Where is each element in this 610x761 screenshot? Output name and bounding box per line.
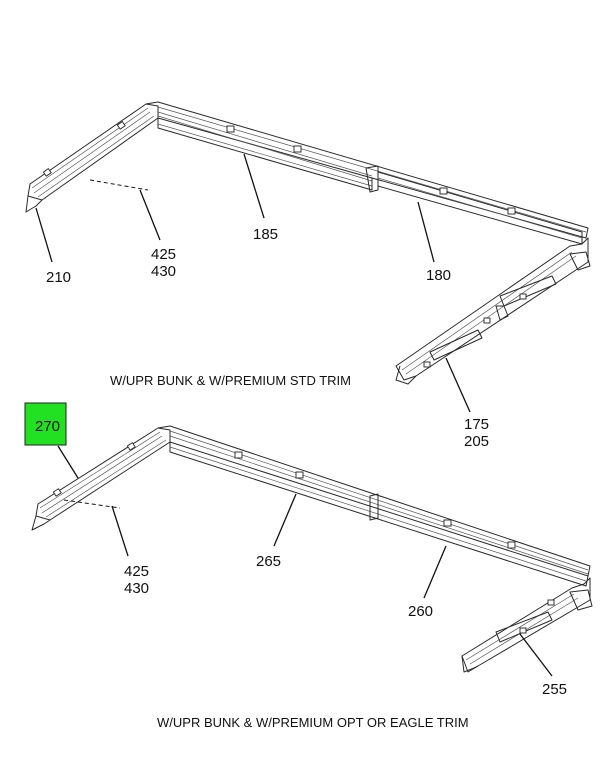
callout-430-bottom: 430 xyxy=(124,580,149,597)
callout-430: 430 xyxy=(151,263,176,280)
callout-185: 185 xyxy=(253,226,278,243)
caption-top: W/UPR BUNK & W/PREMIUM STD TRIM xyxy=(110,373,351,388)
callout-210: 210 xyxy=(46,269,71,286)
leader-425-dashed-bottom xyxy=(63,499,121,509)
callout-205: 205 xyxy=(464,433,489,450)
top-trim-assembly: 210 425 430 185 180 175 205 W/UPR BUNK &… xyxy=(25,101,591,450)
leader-270 xyxy=(57,445,79,479)
callout-255: 255 xyxy=(542,681,567,698)
bottom-left-rail xyxy=(31,427,171,531)
callout-425-bottom: 425 xyxy=(124,563,149,580)
callout-270-highlighted: 270 xyxy=(35,418,60,435)
leader-210 xyxy=(35,207,53,263)
leader-180 xyxy=(417,201,435,263)
top-long-rail xyxy=(145,101,589,245)
leader-260 xyxy=(423,545,447,599)
top-left-rail xyxy=(25,103,159,213)
bottom-right-rail xyxy=(461,577,593,673)
callout-425: 425 xyxy=(151,246,176,263)
leader-265 xyxy=(273,493,297,547)
top-right-rail xyxy=(395,237,591,385)
leader-185 xyxy=(243,153,265,219)
highlight-box-270 xyxy=(24,402,67,446)
leader-425-dashed xyxy=(89,179,149,191)
leader-175 xyxy=(445,357,471,413)
caption-bottom: W/UPR BUNK & W/PREMIUM OPT OR EAGLE TRIM xyxy=(157,715,469,730)
callout-180: 180 xyxy=(426,267,451,284)
leader-425-bottom xyxy=(111,505,129,557)
callout-265: 265 xyxy=(256,553,281,570)
bottom-long-rail xyxy=(157,425,591,587)
leader-255 xyxy=(519,633,553,677)
callout-175: 175 xyxy=(464,416,489,433)
bottom-trim-assembly: 270 425 430 265 260 255 W/UPR BUNK & W/P… xyxy=(24,402,593,730)
leader-425 xyxy=(139,189,161,241)
callout-260: 260 xyxy=(408,603,433,620)
